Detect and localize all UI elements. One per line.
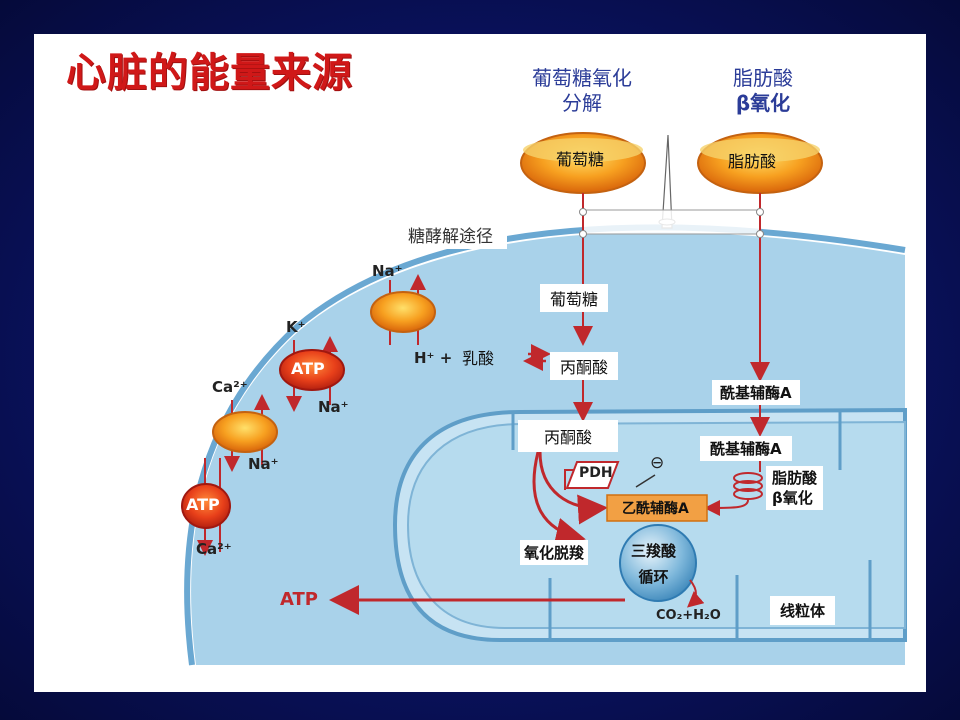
na-k-atpase	[279, 336, 345, 412]
oxidative-decarb-label: 氧化脱羧	[520, 540, 589, 565]
k-plus-label: K⁺	[286, 318, 306, 336]
lactate-label: 乳酸	[462, 349, 495, 368]
atp-pump-label: ATP	[291, 359, 325, 378]
header-fa-line2: β氧化	[735, 91, 791, 115]
pdh-box	[565, 461, 620, 489]
header-glucose-line1: 葡萄糖氧化	[532, 66, 632, 90]
na-top-label: Na⁺	[372, 262, 403, 280]
tca-label: 三羧酸 循环	[631, 538, 676, 590]
tca-cycle	[619, 524, 697, 602]
glucose-cap-label: 葡萄糖	[556, 150, 605, 169]
mitochondria-label: 线粒体	[770, 596, 836, 625]
acyl-coa-cyto-label: 酰基辅酶A	[712, 380, 800, 405]
fa-beta-line2: β氧化	[772, 489, 813, 507]
ca-bottom-label: Ca²⁺	[196, 540, 232, 558]
fa-beta-oxidation-label: 脂肪酸 β氧化	[766, 466, 824, 510]
ca-na-exchanger	[212, 394, 278, 472]
na-channel	[370, 274, 436, 345]
na-exchanger-label: Na⁺	[248, 455, 279, 473]
pyruvate-mito-label: 丙酮酸	[518, 420, 619, 452]
ca-atpase	[181, 458, 231, 556]
ca-top-label: Ca²⁺	[212, 378, 248, 396]
header-fatty-acid: 脂肪酸 β氧化	[708, 66, 818, 116]
h-plus-label: H⁺ +	[414, 349, 453, 367]
atp-ca-label: ATP	[186, 495, 220, 514]
slide-title: 心脏的能量来源	[66, 50, 353, 96]
mito-cristae	[511, 412, 872, 640]
na-pump-label: Na⁺	[318, 398, 349, 416]
header-fa-line1: 脂肪酸	[733, 66, 793, 90]
atp-output-label: ATP	[280, 589, 319, 610]
inhibit-symbol: ⊖	[650, 453, 665, 473]
fatty-acid-cap-label: 脂肪酸	[728, 152, 777, 171]
header-glucose-oxidation: 葡萄糖氧化 分解	[512, 66, 652, 116]
tca-line2: 循环	[638, 568, 669, 586]
glucose-cell-label: 葡萄糖	[540, 284, 609, 312]
acetyl-coa-label: 乙酰辅酶A	[622, 501, 689, 517]
co2-h2o-label: CO₂+H₂O	[656, 608, 721, 623]
fa-beta-line1: 脂肪酸	[772, 469, 818, 487]
tca-line1: 三羧酸	[631, 542, 677, 560]
pdh-label: PDH	[579, 465, 613, 481]
header-glucose-line2: 分解	[562, 91, 602, 115]
beta-oxidation-coil	[733, 472, 763, 500]
glycolysis-label: 糖酵解途径	[394, 220, 507, 249]
acyl-coa-mito-label: 酰基辅酶A	[700, 436, 792, 461]
acetyl-coa-box	[606, 494, 708, 522]
pyruvate-cyto-label: 丙酮酸	[550, 352, 619, 380]
